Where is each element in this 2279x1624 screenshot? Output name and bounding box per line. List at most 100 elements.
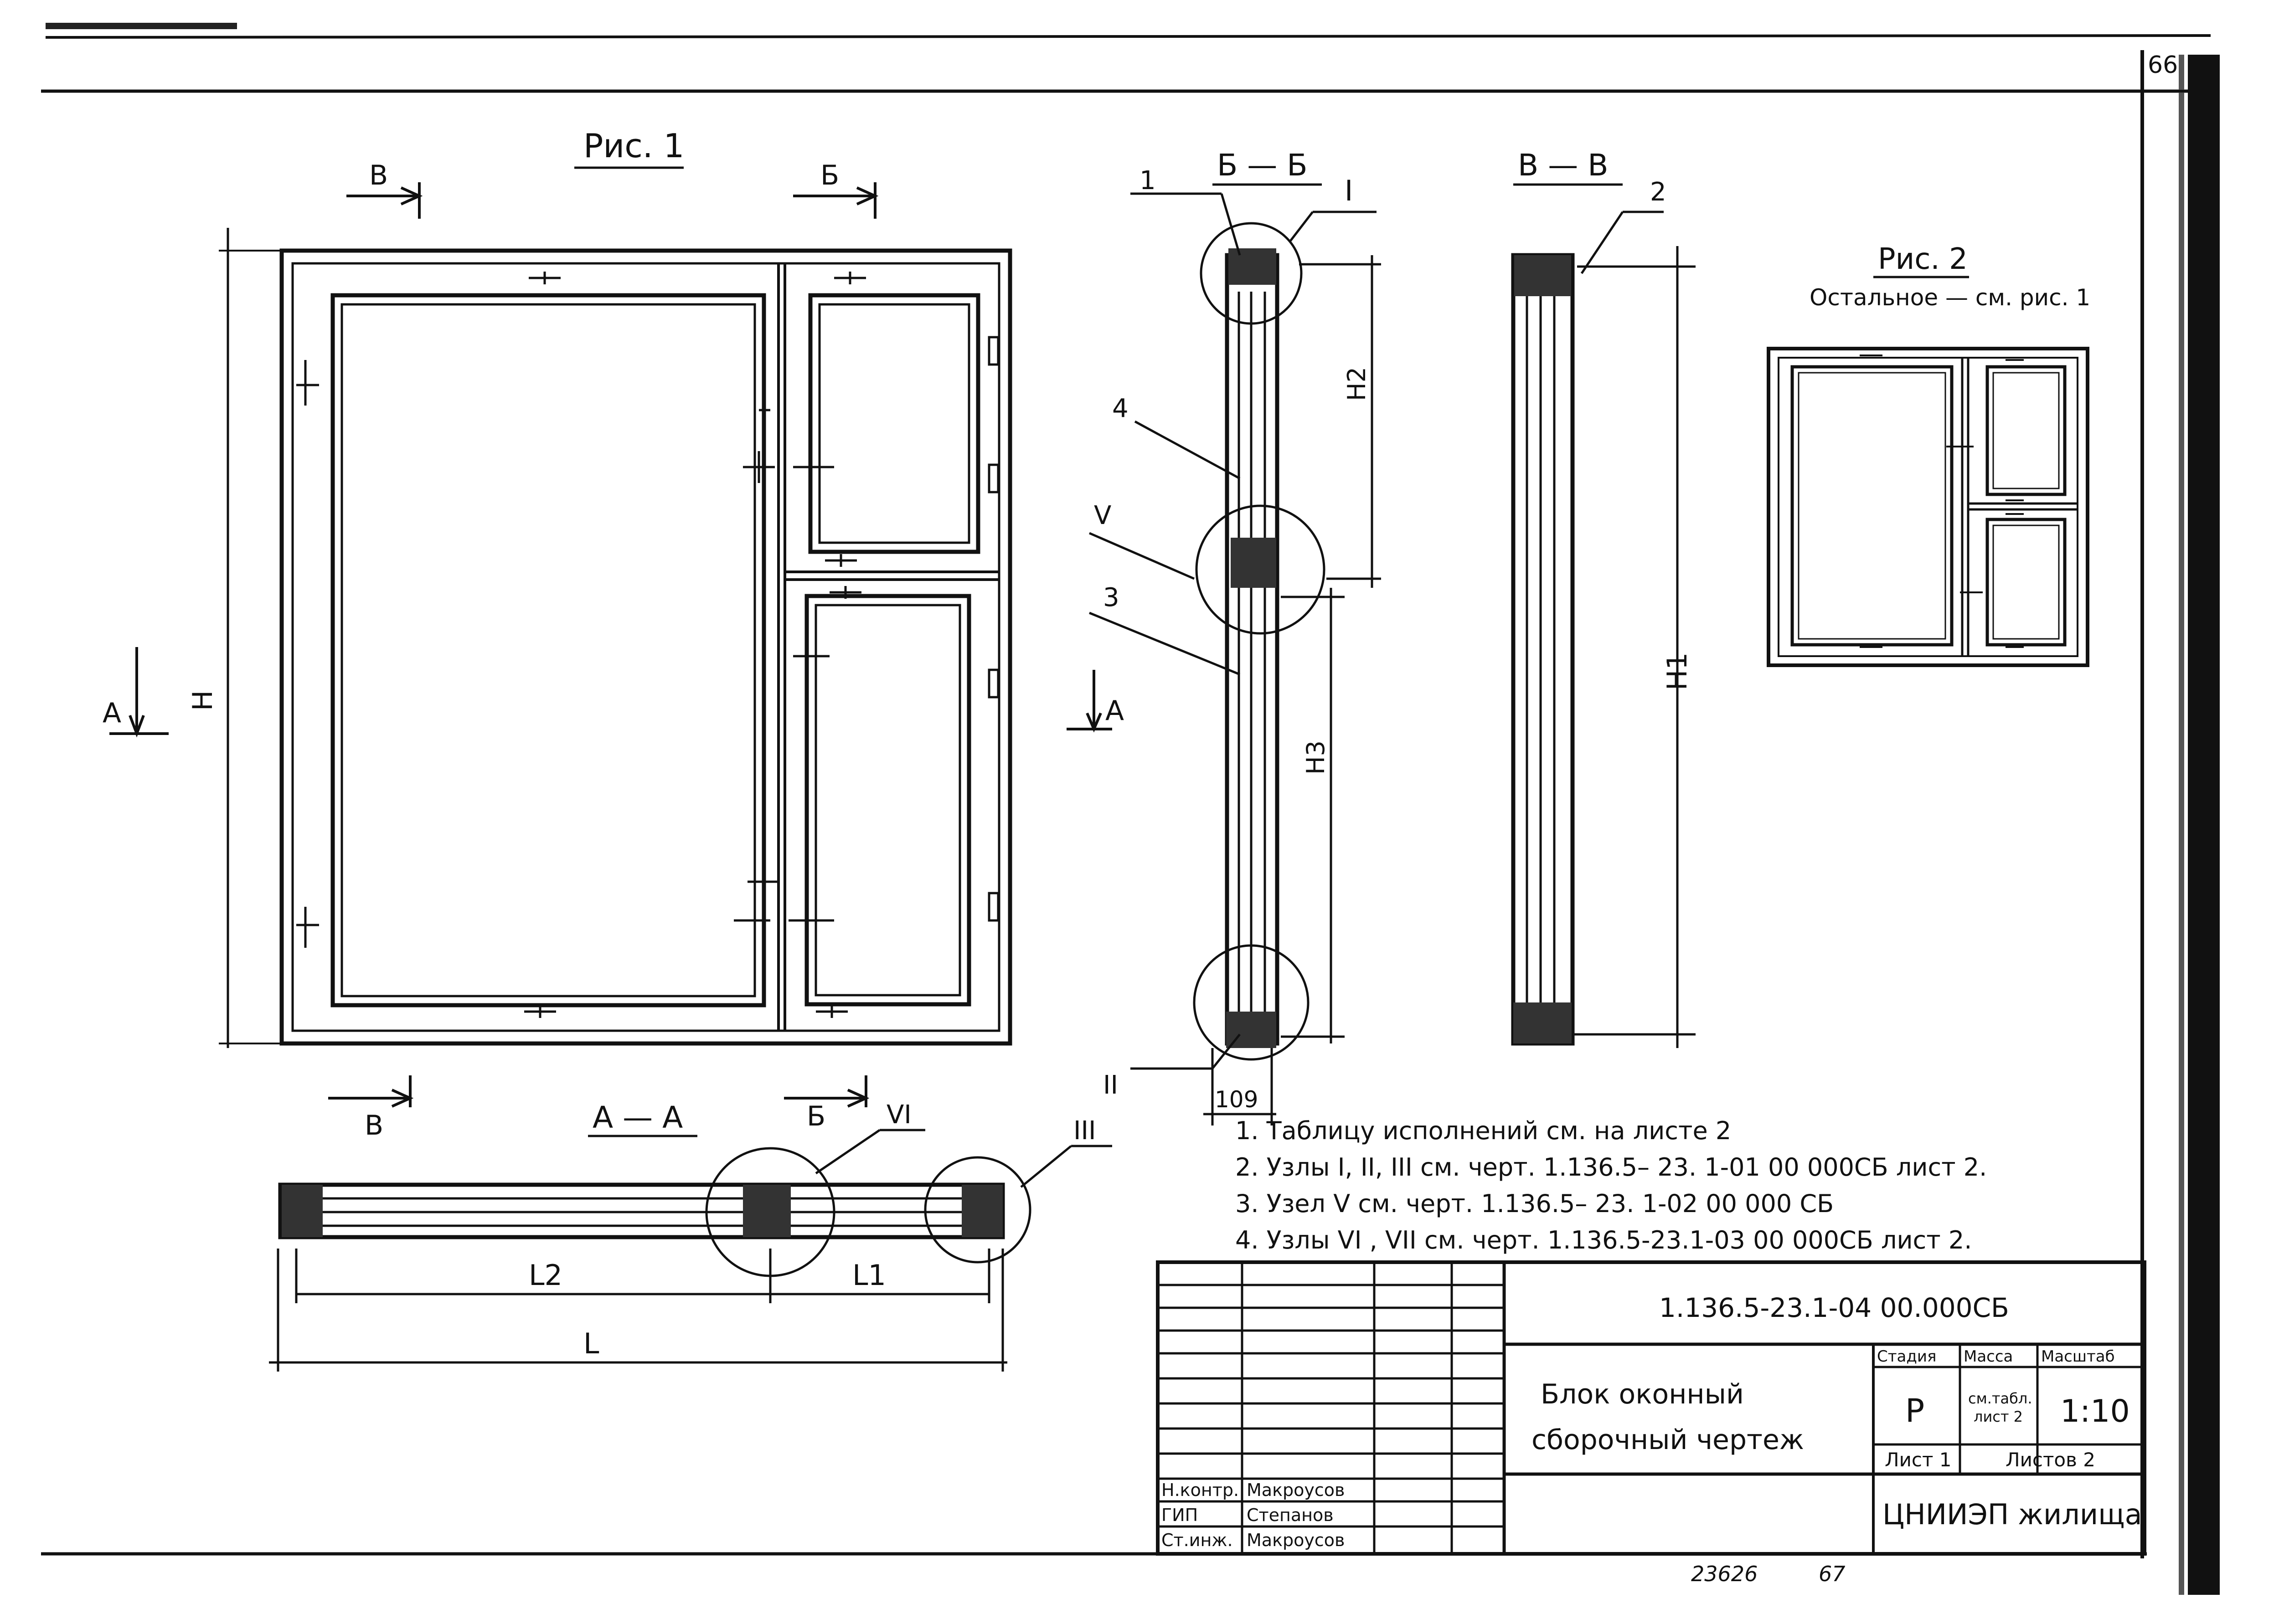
fig2-title: Рис. 2 bbox=[1878, 242, 1968, 276]
tb-hdr-scale: Масштаб bbox=[2041, 1347, 2115, 1366]
fig2: Рис. 2 Остальное — см. рис. 1 bbox=[1767, 242, 2090, 667]
fig2-lower-sash bbox=[1985, 518, 2067, 647]
node-circle-bottom bbox=[1193, 944, 1310, 1061]
vv-pos-2: 2 bbox=[1650, 177, 1666, 207]
bb-pos-4: 4 bbox=[1112, 394, 1129, 423]
bb-mid-block bbox=[1231, 538, 1276, 588]
scan-artifact bbox=[46, 23, 237, 29]
fig2-upper-sash bbox=[1985, 365, 2067, 496]
tb-mass-line1: см.табл. bbox=[1968, 1390, 2032, 1407]
tb-stage: Р bbox=[1905, 1392, 1924, 1429]
aa-dim-l1: L1 bbox=[852, 1259, 886, 1292]
vv-leaders bbox=[1573, 211, 1696, 1048]
tb-name-3: Макроусов bbox=[1247, 1530, 1345, 1550]
note-1: 1. Таблицу исполнений см. на листе 2 bbox=[1235, 1116, 1731, 1145]
vv-sill-block bbox=[1513, 1002, 1572, 1043]
aa-mid-block bbox=[743, 1185, 791, 1237]
cut-label-side-right: А bbox=[1105, 695, 1124, 727]
binding-edge-shadow bbox=[2179, 55, 2184, 1595]
footer-right-number: 67 bbox=[1819, 1562, 1846, 1586]
fig1-big-sash-inner bbox=[340, 303, 756, 997]
tb-hdr-mass: Масса bbox=[1964, 1347, 2013, 1366]
note-2: 2. Узлы I, II, III см. черт. 1.136.5– 23… bbox=[1235, 1153, 1987, 1182]
top-border bbox=[45, 34, 2211, 39]
section-bb-title: Б — Б bbox=[1217, 148, 1308, 183]
tb-name-2: Степанов bbox=[1247, 1505, 1334, 1525]
fig1-title: Рис. 1 bbox=[583, 127, 684, 165]
aa-node-mid: VI bbox=[887, 1100, 912, 1130]
tb-sheets: Листов 2 bbox=[2006, 1449, 2095, 1471]
fig2-inner-frame bbox=[1778, 357, 2078, 657]
fig2-big-sash bbox=[1790, 365, 1954, 647]
tb-role-3: Ст.инж. bbox=[1161, 1530, 1233, 1550]
title-block: 1.136.5-23.1-04 00.000СБ Блок оконный сб… bbox=[1156, 1260, 2146, 1556]
binding-edge bbox=[2188, 55, 2220, 1595]
node-circle-mid bbox=[1195, 504, 1325, 635]
vv-profile bbox=[1511, 253, 1575, 1046]
fig1-lower-sash-inner bbox=[815, 604, 961, 997]
sheet-corner-number: 66 bbox=[2148, 51, 2178, 79]
note-4: 4. Узлы VI , VII см. черт. 1.136.5-23.1-… bbox=[1235, 1226, 1972, 1254]
tb-scale: 1:10 bbox=[2060, 1393, 2130, 1429]
cut-label-top-left: В bbox=[369, 159, 388, 191]
vv-head-block bbox=[1514, 255, 1571, 296]
fig2-outer-frame bbox=[1767, 347, 2089, 667]
aa-node-right: III bbox=[1073, 1116, 1096, 1146]
aa-dim-l: L bbox=[583, 1327, 599, 1360]
fig1-upper-sash-inner bbox=[818, 303, 970, 544]
vv-dim-h1: Н1 bbox=[1661, 653, 1693, 690]
fig2-upper-sash-inner bbox=[1992, 372, 2060, 489]
tb-org: ЦНИИЭП жилища bbox=[1882, 1498, 2142, 1531]
tb-left-grid bbox=[1158, 1262, 1504, 1554]
fig1-upper-sash-outer bbox=[808, 293, 980, 554]
fig1-outer-frame bbox=[279, 248, 1012, 1046]
tb-role-1: Н.контр. bbox=[1161, 1480, 1239, 1500]
tb-hdr-stage: Стадия bbox=[1877, 1347, 1936, 1366]
section-bb: Б — Б 1 I 4 V 3 II Н2 Н3 bbox=[1089, 148, 1381, 1125]
tb-name-1: Макроусов bbox=[1247, 1480, 1345, 1500]
fig2-lower-sash-inner bbox=[1992, 524, 2060, 640]
title-block-frame bbox=[1156, 1260, 2146, 1556]
aa-right-block bbox=[962, 1185, 1003, 1237]
notes: 1. Таблицу исполнений см. на листе 2 2. … bbox=[1235, 1116, 1987, 1254]
fig1-fittings bbox=[296, 272, 1000, 1018]
note-3: 3. Узел V см. черт. 1.136.5– 23. 1-02 00… bbox=[1235, 1189, 1834, 1218]
bb-node-bottom: II bbox=[1103, 1070, 1118, 1100]
bb-dim-h3: Н3 bbox=[1301, 740, 1330, 775]
cut-label-bottom-left: В bbox=[365, 1110, 383, 1141]
bb-dim-h2: Н2 bbox=[1342, 367, 1371, 401]
fig1: Рис. 1 bbox=[103, 127, 1124, 1141]
bb-node-top: I bbox=[1345, 174, 1353, 207]
tb-name-line1: Блок оконный bbox=[1541, 1378, 1744, 1410]
section-aa: А — А VI III L2 L1 L bbox=[269, 1100, 1112, 1372]
aa-left-block bbox=[282, 1185, 323, 1237]
section-vv: В — В 2 Н1 bbox=[1511, 148, 1696, 1048]
aa-node-circle-right bbox=[924, 1156, 1031, 1264]
fig2-fittings bbox=[1860, 355, 2024, 648]
tb-doc-code: 1.136.5-23.1-04 00.000СБ bbox=[1659, 1292, 2009, 1323]
aa-leaders bbox=[269, 1129, 1112, 1372]
section-aa-title: А — А bbox=[593, 1100, 683, 1135]
node-circle-top bbox=[1200, 222, 1303, 325]
tb-role-2: ГИП bbox=[1161, 1505, 1198, 1525]
fig2-note: Остальное — см. рис. 1 bbox=[1810, 284, 2090, 311]
fig1-lower-sash-outer bbox=[804, 594, 971, 1007]
cut-label-side-left: А bbox=[103, 697, 121, 729]
fig2-big-sash-inner bbox=[1798, 372, 1946, 640]
bb-leaders bbox=[1089, 192, 1381, 1125]
cut-label-bottom-right: Б bbox=[807, 1100, 825, 1132]
dim-h-label: Н bbox=[187, 690, 219, 711]
fig1-inner-frame bbox=[291, 262, 1000, 1032]
fig1-cut-markers bbox=[109, 182, 1112, 1108]
aa-dim-l2: L2 bbox=[529, 1259, 562, 1292]
bb-node-mid: V bbox=[1094, 501, 1111, 530]
footer-left-number: 23626 bbox=[1691, 1562, 1758, 1586]
tb-sheet: Лист 1 bbox=[1885, 1449, 1952, 1471]
cut-label-top-right: Б bbox=[820, 159, 839, 191]
fig1-big-sash-outer bbox=[330, 293, 766, 1007]
bb-dim-width: 109 bbox=[1215, 1086, 1258, 1113]
tb-name-line2: сборочный чертеж bbox=[1531, 1424, 1804, 1456]
section-vv-title: В — В bbox=[1518, 148, 1609, 183]
bb-head-block bbox=[1228, 248, 1276, 285]
bb-pos-1: 1 bbox=[1140, 166, 1156, 195]
